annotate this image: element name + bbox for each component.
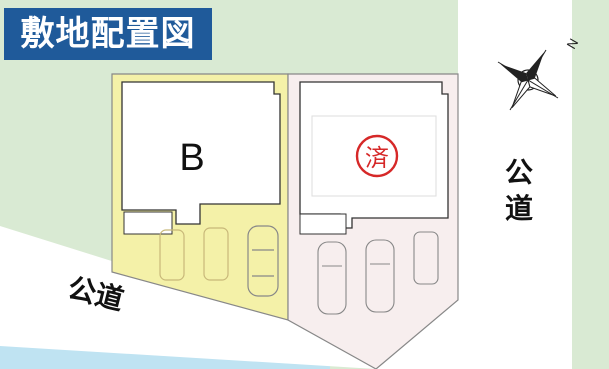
road-right-char: 道 [505, 192, 533, 225]
car-outline [159, 229, 185, 281]
lot-b-label: B [179, 137, 204, 179]
compass-needle [526, 52, 544, 80]
road-right-char: 公 [505, 156, 533, 189]
car-outline [247, 225, 279, 297]
car-outline [365, 239, 395, 313]
lot-sold-parking [317, 231, 439, 315]
lot-b-building [121, 81, 281, 225]
sold-stamp: 済 [355, 134, 399, 178]
page-title: 敷地配置図 [4, 8, 212, 60]
compass-needle [500, 64, 528, 82]
car-outline [413, 231, 439, 285]
car-outline [317, 241, 347, 315]
sold-stamp-ring [355, 134, 399, 178]
lot-b-parking [159, 225, 279, 297]
bottom-road [0, 226, 376, 369]
lot-sold-inner-outline [311, 115, 437, 197]
lot-sold-annex [299, 213, 347, 235]
lot-b-annex [123, 211, 173, 235]
car-outline [203, 227, 229, 281]
sold-stamp-text: 済 [365, 144, 389, 172]
compass-icon: N [497, 36, 581, 111]
road-right-label: 公道 [505, 156, 533, 225]
compass-line [509, 49, 547, 111]
